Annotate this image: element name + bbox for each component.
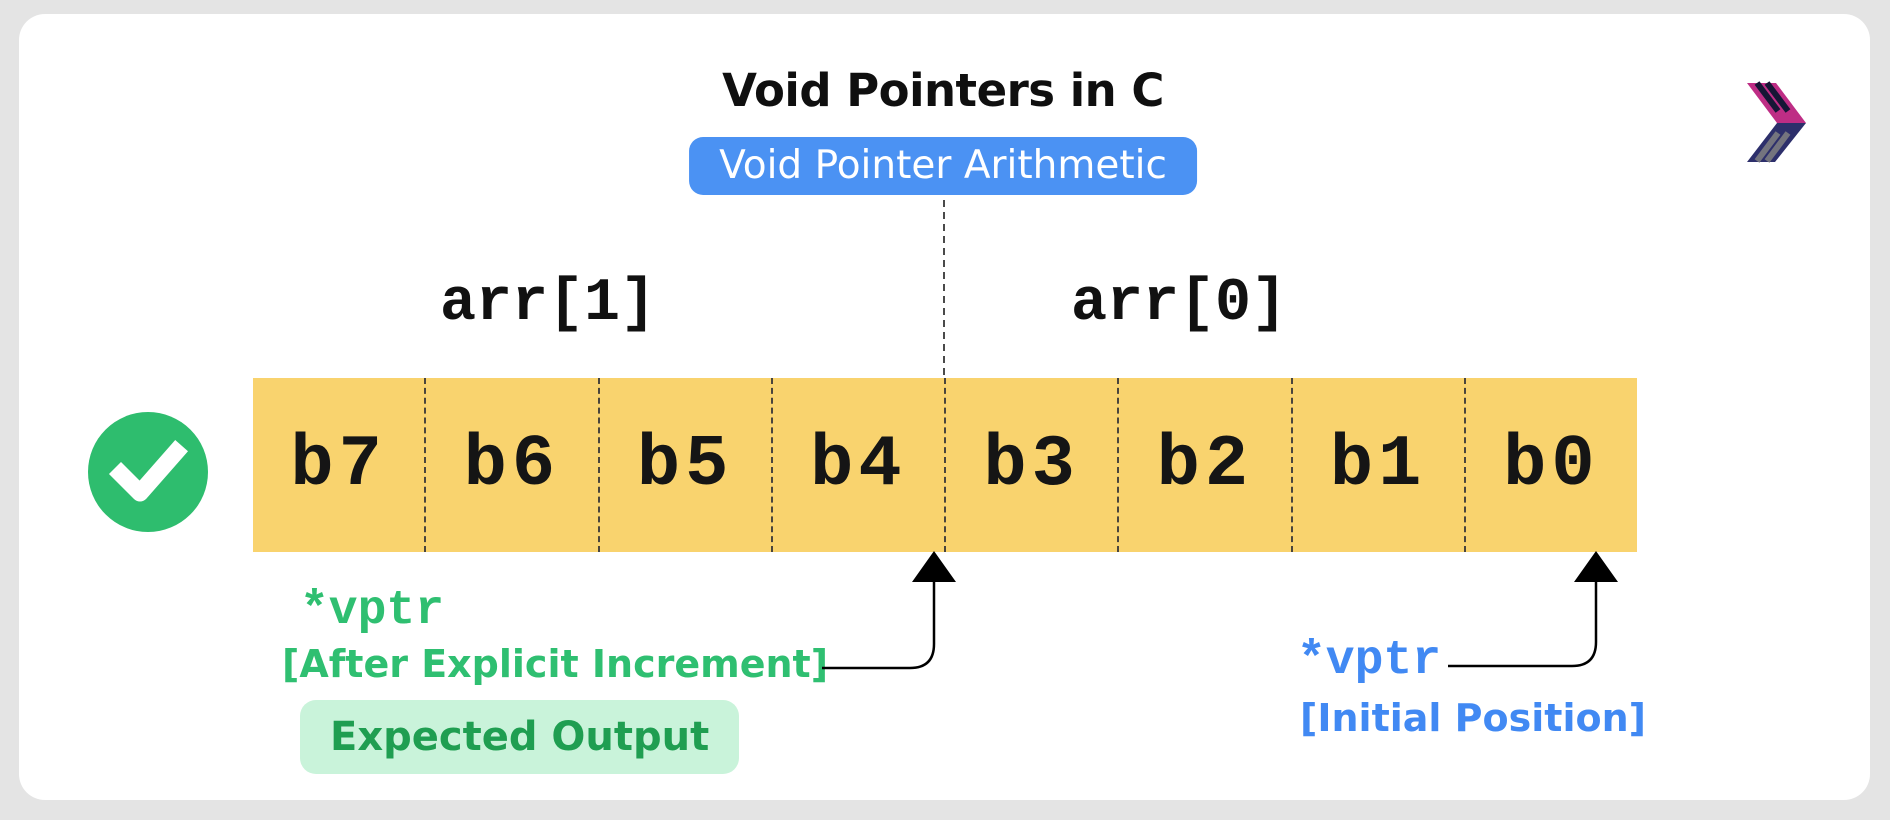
- check-circle-icon: [88, 412, 208, 532]
- byte-cell-b1: b1: [1290, 378, 1464, 552]
- byte-cell-b7: b7: [290, 424, 387, 506]
- after-increment-caption: [After Explicit Increment]: [282, 642, 829, 686]
- array-element-label-arr1: arr[1]: [439, 270, 657, 338]
- brand-chevron-logo-icon: [1747, 81, 1806, 163]
- vptr-after-increment-label: *vptr: [300, 584, 445, 638]
- vptr-initial-label: *vptr: [1297, 634, 1442, 688]
- byte-cell-b4: b4: [770, 378, 944, 552]
- byte-cell-b6: b6: [424, 378, 597, 552]
- initial-position-caption: [Initial Position]: [1300, 696, 1646, 740]
- byte-cell-b5: b5: [597, 378, 771, 552]
- topic-badge: Void Pointer Arithmetic: [689, 137, 1197, 195]
- array-element-label-arr0: arr[0]: [1070, 270, 1288, 338]
- byte-cell-b2: b2: [1117, 378, 1290, 552]
- byte-cell-b0: b0: [1463, 378, 1637, 552]
- byte-array: b7 b6 b5 b4 b3 b2 b1 b0: [253, 378, 1637, 552]
- page-title: Void Pointers in C: [722, 64, 1164, 117]
- byte-cell-b3: b3: [944, 378, 1117, 552]
- expected-output-badge: Expected Output: [300, 700, 740, 774]
